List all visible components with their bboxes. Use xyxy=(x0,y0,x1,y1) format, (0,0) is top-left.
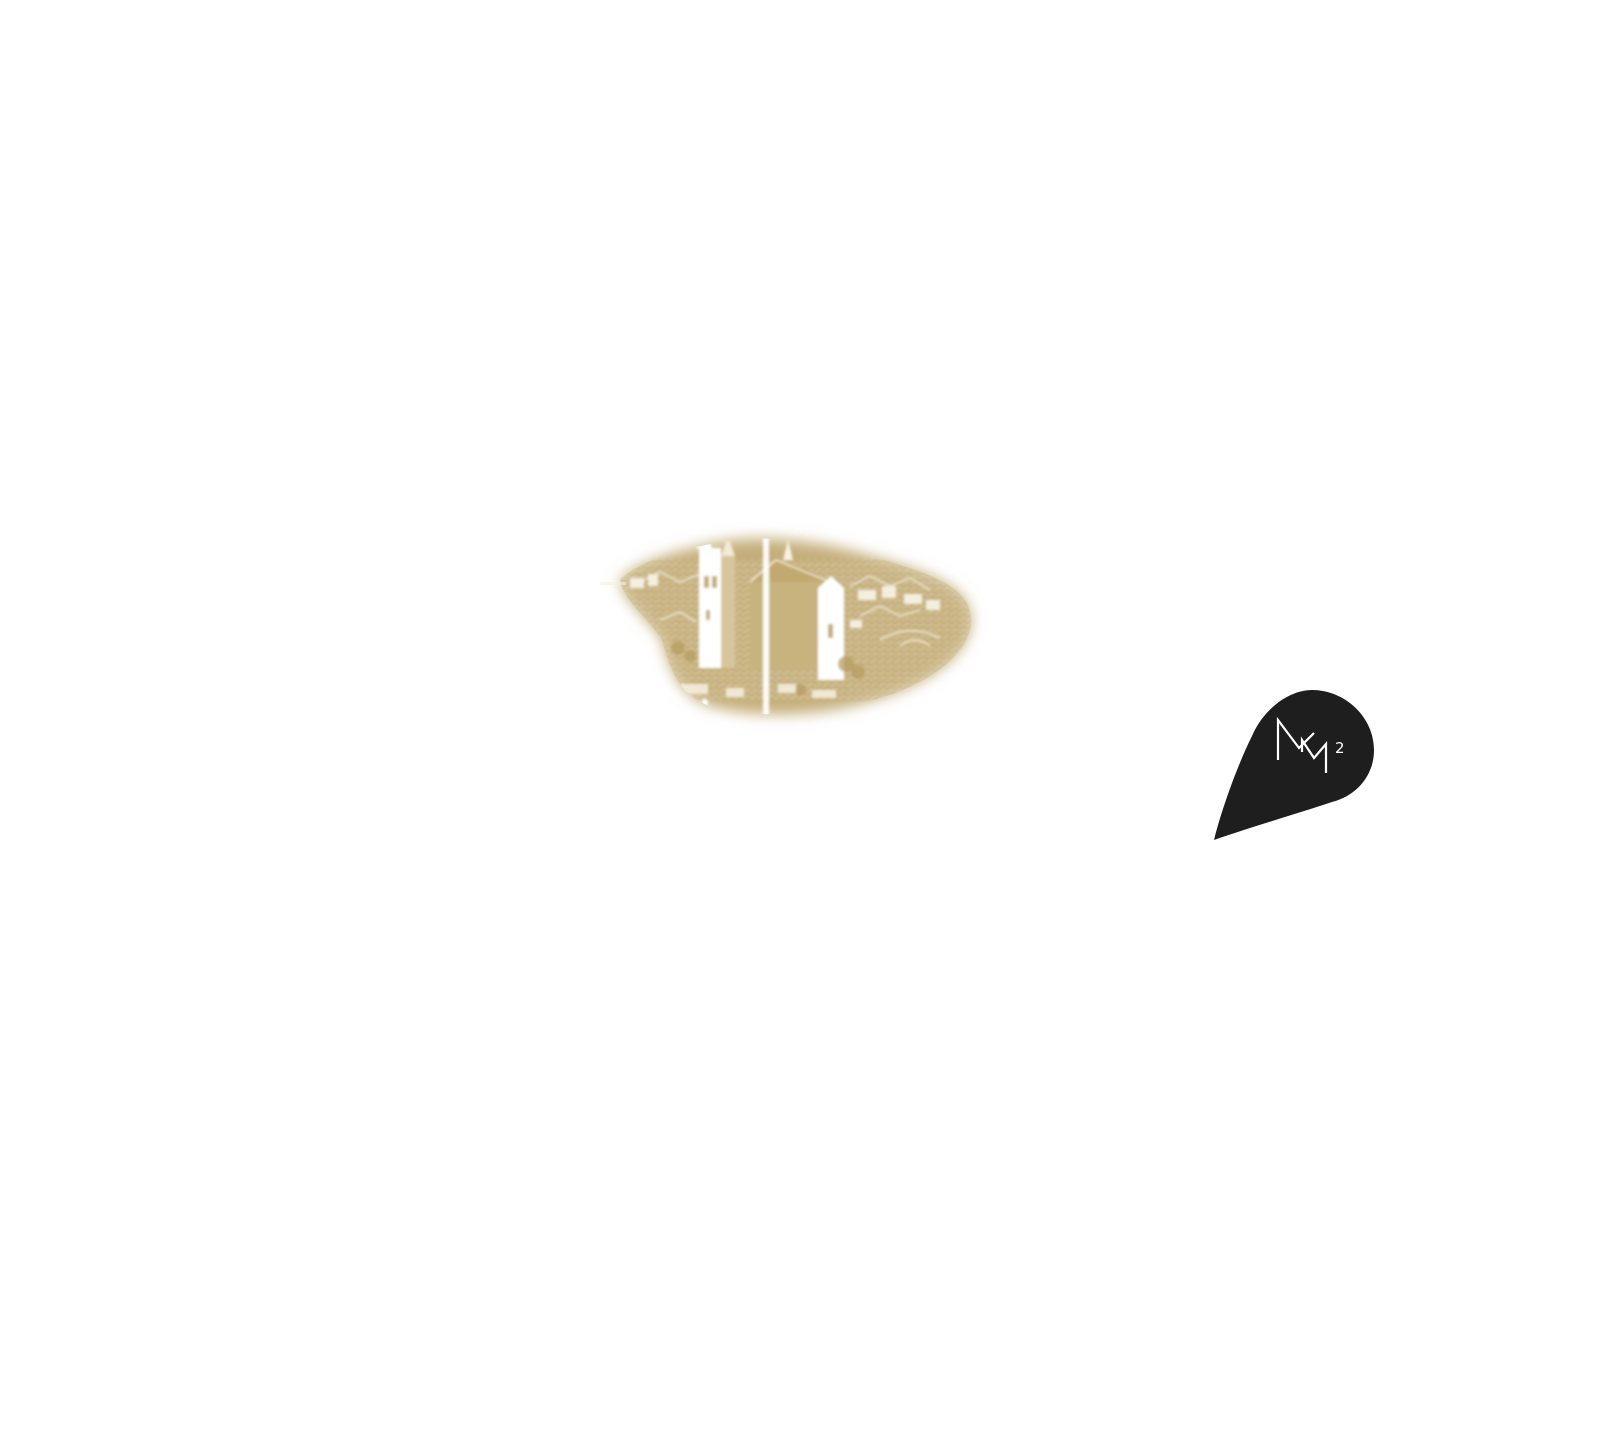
pin-shape xyxy=(1214,690,1374,840)
mm2-monogram xyxy=(1276,716,1328,773)
town-church-illustration-icon xyxy=(600,520,990,740)
logo-superscript: 2 xyxy=(1335,739,1345,757)
map-pin-logo-icon[interactable]: 2 xyxy=(1214,690,1376,850)
